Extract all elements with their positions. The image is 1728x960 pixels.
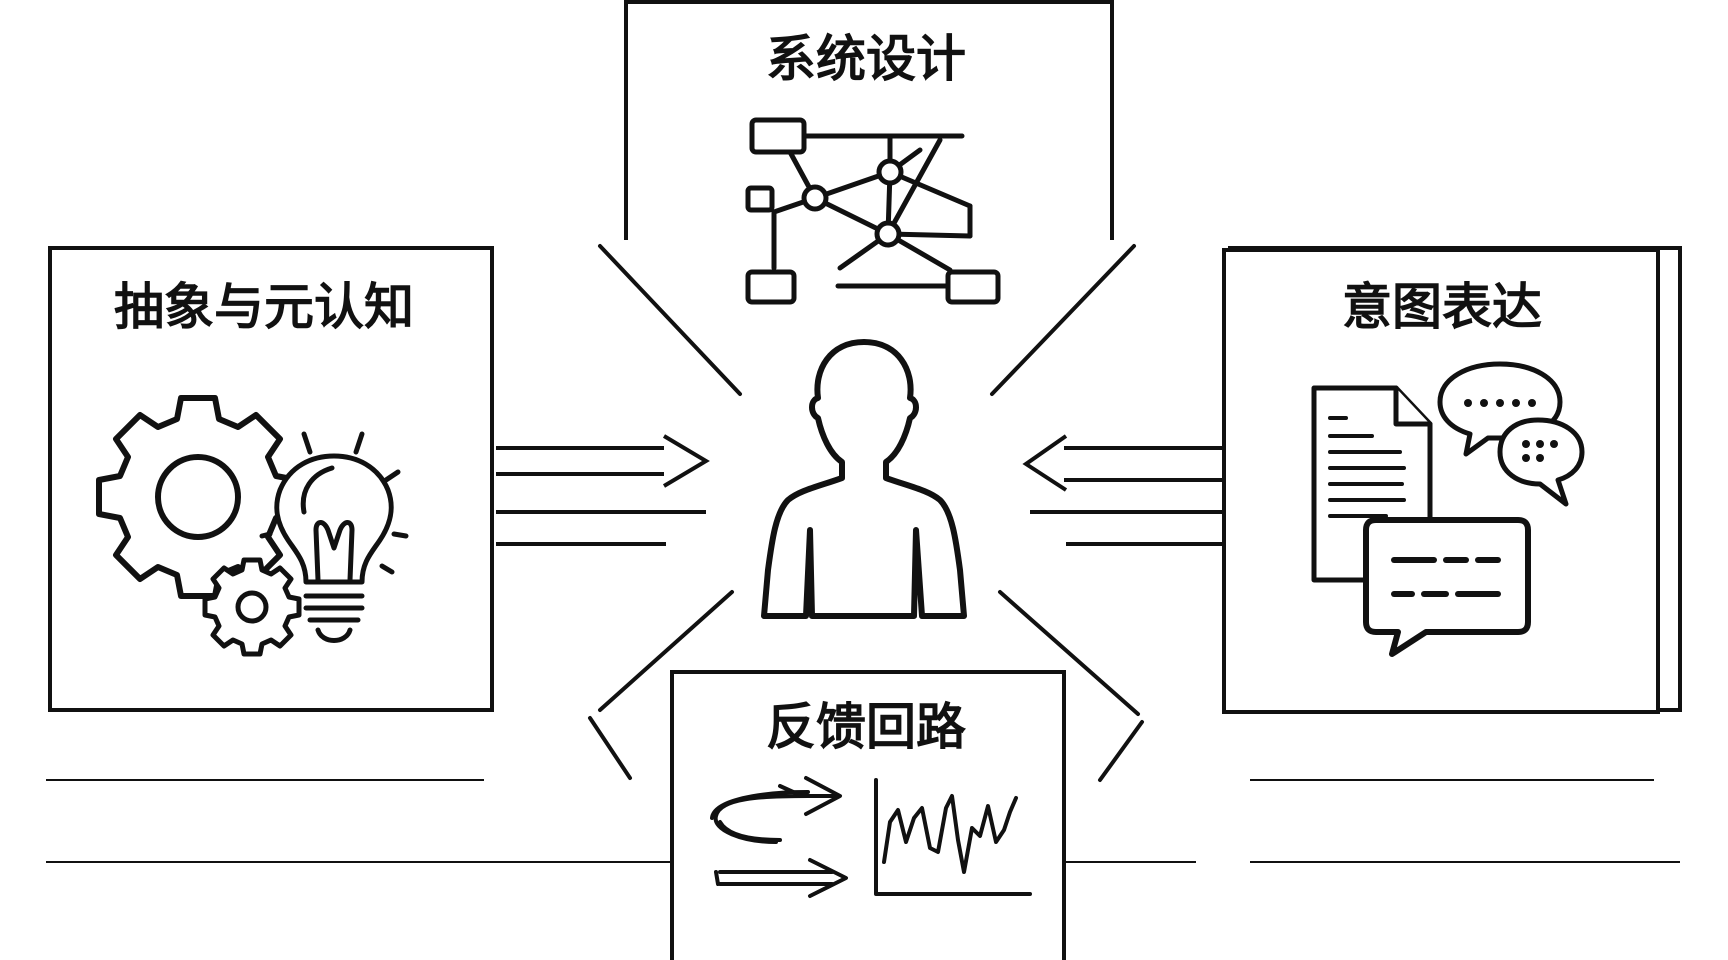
system-design-frame (624, 0, 1114, 240)
abstraction-box: 抽象与元认知 (48, 246, 494, 712)
feedback-title: 反馈回路 (766, 698, 967, 756)
abstraction-title: 抽象与元认知 (114, 278, 414, 336)
loop-arrow-icon (710, 776, 842, 844)
chat-bubble-icon (1363, 517, 1531, 657)
network-graph-icon (745, 117, 1001, 305)
system-design-box: 系统设计 (624, 0, 1114, 305)
line-chart-icon (874, 778, 1032, 896)
right-incoming-arrows (1022, 434, 1222, 546)
system-design-title: 系统设计 (766, 30, 966, 88)
speech-bubbles-icon (1437, 361, 1585, 507)
gear-icon (96, 395, 300, 599)
small-gear-icon (202, 557, 302, 657)
arrow-icon (714, 858, 848, 898)
lightbulb-icon (259, 431, 409, 643)
feedback-box: 反馈回路 (670, 670, 1066, 960)
radiating-lines (588, 244, 1144, 782)
intent-box: 意图表达 (1222, 246, 1682, 714)
left-incoming-arrows (496, 434, 710, 546)
person-icon (761, 339, 967, 619)
feedback-frame (670, 670, 1066, 960)
decorative-rules (46, 779, 1680, 863)
intent-title: 意图表达 (1342, 278, 1542, 336)
